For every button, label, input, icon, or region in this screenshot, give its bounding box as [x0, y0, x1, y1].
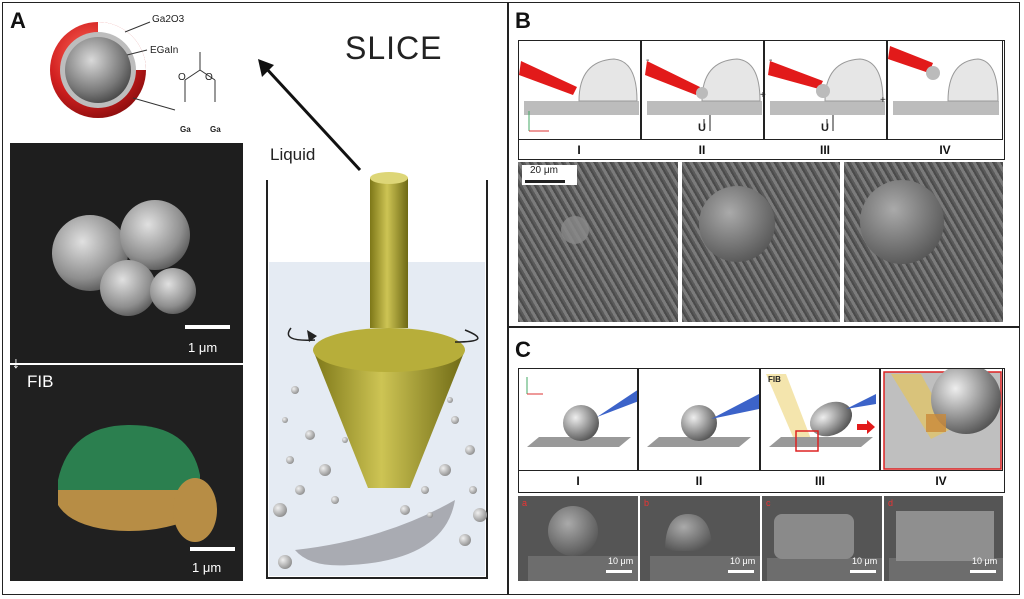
o-label-2: O: [205, 72, 213, 83]
b-plus-3: +: [880, 95, 886, 106]
panel-divider-horizontal: [508, 326, 1020, 328]
panel-divider-vertical: [507, 2, 509, 595]
b-stage-label-1: I: [577, 143, 581, 157]
b-scale-bar: [525, 180, 565, 183]
b-stage-1: [518, 40, 641, 140]
b-plus-2: +: [760, 90, 766, 101]
b-stage-3: [764, 40, 887, 140]
c-scale-label-b: 10 μm: [730, 556, 756, 566]
liquid-arrow: [258, 59, 362, 172]
b-stage-2: [641, 40, 764, 140]
egain-core: [65, 37, 131, 103]
b-sem-image-2: [682, 162, 840, 322]
b-sem-image-1: [518, 162, 678, 322]
sem-image-cut-droplet: [10, 365, 243, 581]
egain-label: EGaIn: [150, 45, 179, 56]
c-scale-label-a: 10 μm: [608, 556, 634, 566]
scale-bar-top: [185, 325, 230, 329]
ga2o3-label: Ga2O3: [152, 14, 185, 25]
c-scale-label-c: 10 μm: [852, 556, 878, 566]
liquid-label: Liquid: [270, 145, 316, 164]
scale-label-bottom: 1 μm: [192, 560, 222, 575]
c-stage-label-1: I: [576, 474, 580, 488]
ga-right-label: Ga: [210, 125, 221, 134]
panel-a-label: A: [10, 8, 26, 33]
panel-c-label: C: [515, 337, 531, 362]
c-scale-label-d: 10 μm: [972, 556, 998, 566]
b-voltage-label-2: U: [698, 122, 706, 134]
ga-left-label: Ga: [180, 125, 191, 134]
c-stage-label-3: III: [814, 474, 825, 488]
c-scale-bar-b: [728, 570, 754, 573]
c-stage-1: [518, 368, 638, 471]
fib-arrow-icon: ↓: [12, 355, 20, 372]
c-stage-2: [638, 368, 760, 471]
c-sem-image-b: [640, 496, 760, 581]
c-sub-label-b: b: [644, 498, 650, 508]
c-scale-bar-d: [970, 570, 996, 573]
o-label-1: O: [178, 72, 186, 83]
b-stage-4: [887, 40, 1003, 140]
b-voltage-label-3: U: [821, 122, 829, 134]
b-stage-label-2: II: [698, 143, 706, 157]
c-sub-label-a: a: [522, 498, 528, 508]
b-stage-label-4: IV: [939, 143, 951, 157]
c-stage-4: [880, 368, 1003, 471]
core-shell-droplet-diagram: [50, 21, 216, 118]
b-stage-label-3: III: [819, 143, 830, 157]
c-stage-3: [760, 368, 880, 471]
panel-b-label: B: [515, 8, 531, 33]
c-scale-bar-c: [850, 570, 876, 573]
c-scale-bar-a: [606, 570, 632, 573]
scale-bar-bottom: [190, 547, 235, 551]
fib-label-a-2: FIB: [27, 372, 54, 391]
c-sem-image-a: [518, 496, 638, 581]
b-minus-2: -: [646, 55, 650, 66]
c-stage-label-2: II: [695, 474, 703, 488]
c-sem-image-d: [884, 496, 1003, 581]
c-fib-label: FIB: [768, 375, 781, 384]
sem-image-droplets: [10, 143, 243, 363]
c-stage-label-4: IV: [935, 474, 947, 488]
beaker-tool-diagram: [266, 172, 488, 579]
c-sem-image-c: [762, 496, 882, 581]
scale-label-top: 1 μm: [188, 340, 218, 355]
slice-title: SLICE: [345, 30, 443, 66]
c-sub-label-d: d: [888, 498, 894, 508]
fib-arrow-icon-2: ↓: [12, 355, 20, 372]
b-sem-image-3: [844, 162, 1003, 322]
b-scale-label: 20 μm: [530, 165, 558, 176]
c-sub-label-c: c: [766, 498, 771, 508]
b-minus-3: -: [769, 55, 773, 66]
